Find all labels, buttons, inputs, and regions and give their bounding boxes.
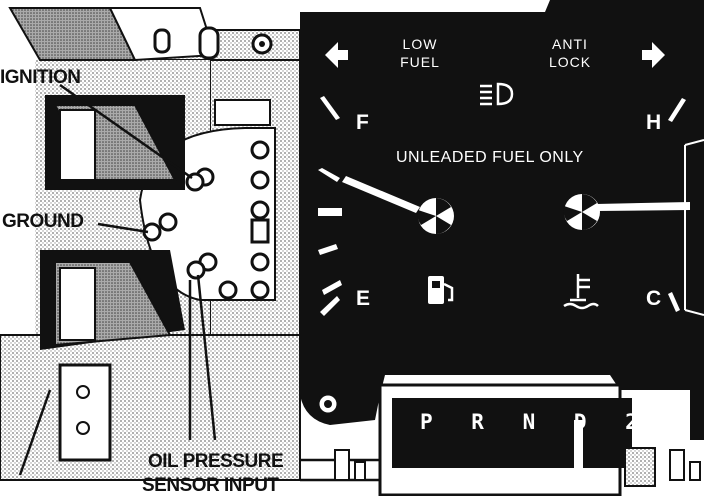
lower-connector xyxy=(40,250,185,350)
upper-connector xyxy=(45,95,185,190)
temp-gauge-ticks xyxy=(668,98,686,312)
gear-indicator-text: P R N D 2 1 xyxy=(420,410,703,434)
low-fuel-label-line1: LOW xyxy=(402,36,438,52)
right-bezel xyxy=(684,139,704,316)
temp-hot-label: H xyxy=(646,111,662,134)
mounting-bracket xyxy=(8,7,273,62)
fuel-pump-icon xyxy=(428,276,454,304)
temp-needle xyxy=(596,202,690,211)
temp-needle-hub xyxy=(563,194,600,230)
anti-lock-label-line2: LOCK xyxy=(548,54,592,70)
temp-cold-label: C xyxy=(646,287,662,310)
bottom-connectors xyxy=(334,447,701,487)
fuel-gauge-ticks xyxy=(318,96,342,316)
lower-bracket xyxy=(58,363,112,462)
right-arrow-icon xyxy=(642,42,665,68)
unleaded-fuel-notice: UNLEADED FUEL ONLY xyxy=(396,149,584,166)
gauge-panel xyxy=(300,0,704,440)
ignition-label: IGNITION xyxy=(0,67,81,88)
fuel-full-label: F xyxy=(356,111,369,134)
oil-pressure-terminal xyxy=(186,252,218,280)
ground-terminal xyxy=(142,212,178,242)
fuel-needle-hub xyxy=(417,198,454,234)
fuel-needle xyxy=(342,176,420,213)
left-arrow-icon xyxy=(325,42,348,68)
high-beam-icon xyxy=(480,82,514,106)
coolant-temperature-icon xyxy=(563,274,599,310)
fuel-empty-label: E xyxy=(356,287,371,310)
low-fuel-label-line2: FUEL xyxy=(400,54,440,70)
anti-lock-label-line1: ANTI xyxy=(552,36,588,52)
ground-label: GROUND xyxy=(2,211,84,232)
gear-indicator-window xyxy=(378,383,632,496)
oil-pressure-label-line2: SENSOR INPUT xyxy=(142,475,279,496)
oil-pressure-label-line1: OIL PRESSURE xyxy=(148,451,284,472)
connector-pins xyxy=(218,140,270,300)
